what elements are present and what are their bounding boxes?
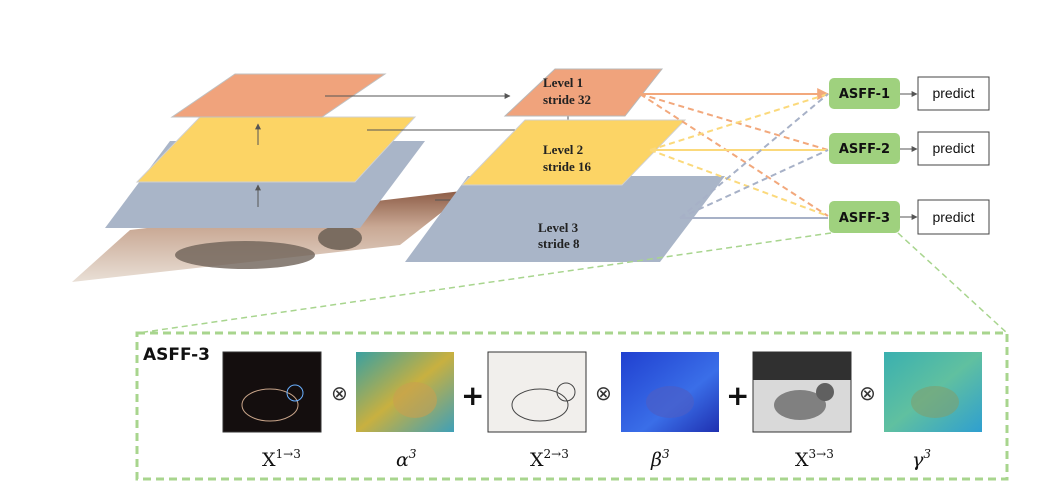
zoom-connector — [137, 232, 1008, 334]
asff-1-label: ASFF-1 — [839, 87, 890, 102]
asff-2-node: ASFF-2 predict — [829, 131, 990, 166]
level2-stride: stride 16 — [543, 159, 592, 174]
level3-stride: stride 8 — [538, 236, 580, 251]
predict-2-label: predict — [932, 140, 974, 156]
label-x2to3: X2→3 — [530, 447, 569, 471]
asff-1-node: ASFF-1 predict — [829, 76, 990, 111]
backbone-pyramid — [72, 73, 470, 282]
plus-operator-1: + — [461, 379, 484, 412]
fpn-level3: Level 3 stride 8 — [405, 176, 725, 262]
beta-weight-image — [621, 352, 719, 432]
backbone-level1-plane — [170, 73, 387, 118]
asff3-detail-panel: ASFF-3 ⊗ + ⊗ + — [135, 331, 1009, 481]
feature-x1-image — [222, 351, 322, 433]
alpha-weight-image — [356, 352, 454, 432]
fpn-level2: Level 2 stride 16 — [460, 119, 687, 186]
times-operator-3: ⊗ — [859, 381, 876, 405]
times-operator-1: ⊗ — [331, 381, 348, 405]
level3-name: Level 3 — [538, 220, 579, 235]
feature-x2-image — [487, 351, 587, 433]
asff-3-label: ASFF-3 — [839, 211, 890, 226]
panel-title: ASFF-3 — [143, 345, 210, 365]
label-alpha: α3 — [396, 447, 417, 471]
label-beta: β3 — [650, 447, 670, 471]
plus-operator-2: + — [726, 379, 749, 412]
fusion-arrows — [639, 88, 830, 219]
asff-2-label: ASFF-2 — [839, 142, 890, 157]
predict-1-label: predict — [932, 85, 974, 101]
asff-3-node: ASFF-3 predict — [829, 199, 990, 235]
times-operator-2: ⊗ — [595, 381, 612, 405]
gamma-weight-image — [884, 352, 982, 432]
level2-name: Level 2 — [543, 142, 583, 157]
label-gamma: γ3 — [912, 447, 931, 471]
feature-x3-image — [752, 351, 852, 433]
label-x3to3: X3→3 — [795, 447, 834, 471]
label-x1to3: X1→3 — [262, 447, 301, 471]
level1-stride: stride 32 — [543, 92, 591, 107]
fpn-level1: Level 1 stride 32 — [503, 68, 664, 117]
predict-3-label: predict — [932, 209, 974, 225]
level1-name: Level 1 — [543, 75, 583, 90]
backbone-level2-plane — [135, 116, 417, 183]
